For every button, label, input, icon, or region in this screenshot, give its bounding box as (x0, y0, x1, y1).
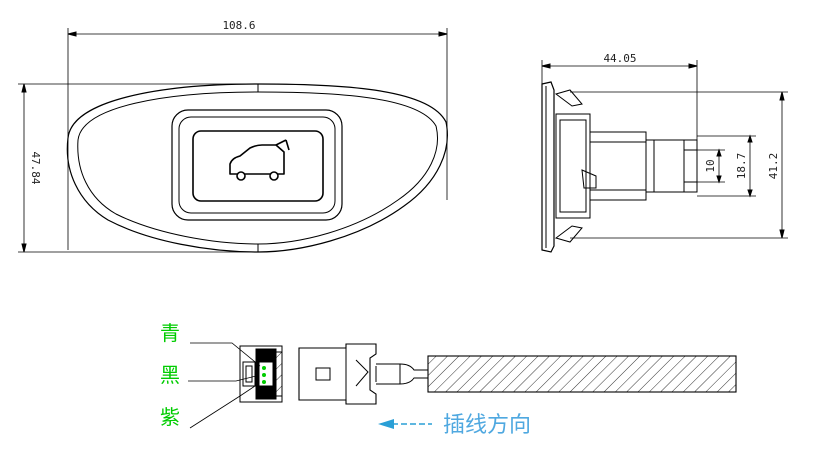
cable (427, 355, 737, 393)
switch-face (192, 130, 324, 202)
wire-label-black: 黑 (160, 363, 180, 387)
wire-label-cyan: 青 (160, 321, 180, 345)
wire-label-purple: 紫 (160, 405, 180, 429)
tailgate-car-icon (229, 139, 290, 181)
bezel-inner (77, 91, 438, 245)
dim-41-2-label: 41.2 (767, 153, 780, 180)
side-flange (541, 81, 555, 253)
switch-mid (178, 116, 336, 214)
insert-direction-arrow (378, 419, 432, 429)
bottom-clip (554, 225, 583, 243)
insert-direction-label: 插线方向 (443, 413, 531, 438)
side-view (541, 60, 788, 253)
front-view (18, 28, 448, 253)
top-clip (554, 89, 583, 107)
depth-dimension-label: 44.05 (603, 52, 636, 65)
switch-outer (171, 109, 343, 221)
plug-body (298, 343, 377, 405)
dim-18-7-label: 18.7 (735, 153, 748, 180)
housing-body (555, 113, 591, 219)
dim-10-label: 10 (704, 159, 717, 172)
height-dimension-label: 47.84 (29, 151, 42, 184)
width-dimension-label: 108.6 (222, 19, 255, 32)
bezel-outer (66, 83, 448, 253)
wire-leaders (188, 342, 261, 429)
connector-drawing (239, 343, 737, 405)
